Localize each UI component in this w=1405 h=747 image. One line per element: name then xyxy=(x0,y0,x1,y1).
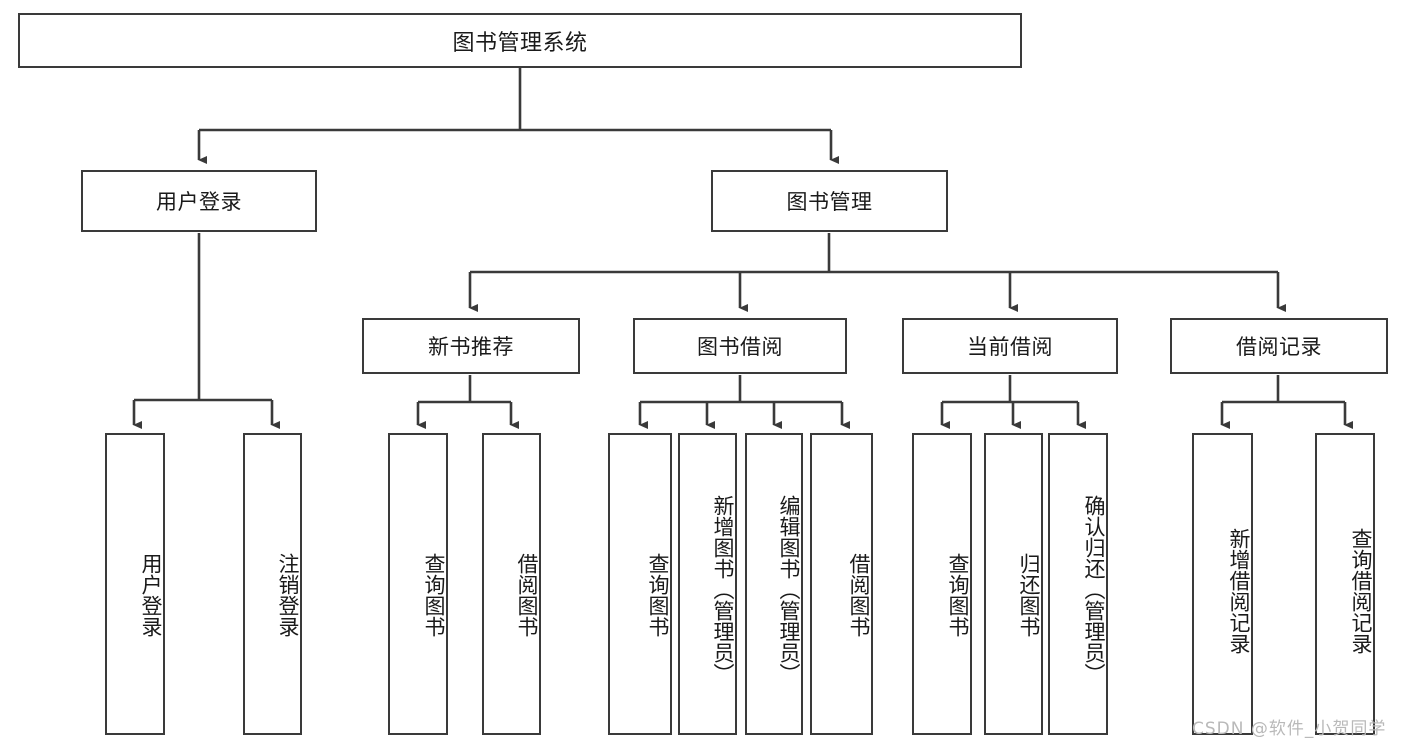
leaf-label: 查询图书 xyxy=(946,553,970,637)
leaf-current-return-book[interactable]: 归还图书 xyxy=(984,433,1043,735)
leaf-record-query-record[interactable]: 查询借阅记录 xyxy=(1315,433,1375,735)
node-current-borrow[interactable]: 当前借阅 xyxy=(902,318,1118,374)
leaf-label: 查询图书 xyxy=(422,553,446,637)
leaf-current-query-book[interactable]: 查询图书 xyxy=(912,433,972,735)
leaf-label: 用户登录 xyxy=(139,553,163,637)
leaf-borrow-add-book-admin[interactable]: 新增图书（管理员） xyxy=(678,433,737,735)
leaf-borrow-borrow-book[interactable]: 借阅图书 xyxy=(810,433,873,735)
node-root-system[interactable]: 图书管理系统 xyxy=(18,13,1022,68)
leaf-borrow-edit-book-admin[interactable]: 编辑图书（管理员） xyxy=(745,433,803,735)
leaf-user-login[interactable]: 用户登录 xyxy=(105,433,165,735)
leaf-record-add-record[interactable]: 新增借阅记录 xyxy=(1192,433,1253,735)
node-user-login[interactable]: 用户登录 xyxy=(81,170,317,232)
leaf-label: 新增图书（管理员） xyxy=(711,494,735,684)
leaf-recommend-borrow-book[interactable]: 借阅图书 xyxy=(482,433,541,735)
leaf-label: 确认归还（管理员） xyxy=(1082,494,1106,684)
leaf-user-logout[interactable]: 注销登录 xyxy=(243,433,302,735)
leaf-label: 编辑图书（管理员） xyxy=(777,494,801,684)
node-new-book-recommend[interactable]: 新书推荐 xyxy=(362,318,580,374)
leaf-label: 新增借阅记录 xyxy=(1227,528,1251,654)
leaf-label: 注销登录 xyxy=(276,553,300,637)
leaf-borrow-query-book[interactable]: 查询图书 xyxy=(608,433,672,735)
leaf-label: 查询借阅记录 xyxy=(1349,528,1373,654)
node-borrow-record[interactable]: 借阅记录 xyxy=(1170,318,1388,374)
node-book-manage[interactable]: 图书管理 xyxy=(711,170,948,232)
leaf-recommend-query-book[interactable]: 查询图书 xyxy=(388,433,448,735)
node-book-borrow[interactable]: 图书借阅 xyxy=(633,318,847,374)
leaf-label: 归还图书 xyxy=(1017,553,1041,637)
leaf-current-confirm-return-admin[interactable]: 确认归还（管理员） xyxy=(1048,433,1108,735)
leaf-label: 借阅图书 xyxy=(515,553,539,637)
leaf-label: 查询图书 xyxy=(646,553,670,637)
leaf-label: 借阅图书 xyxy=(847,553,871,637)
